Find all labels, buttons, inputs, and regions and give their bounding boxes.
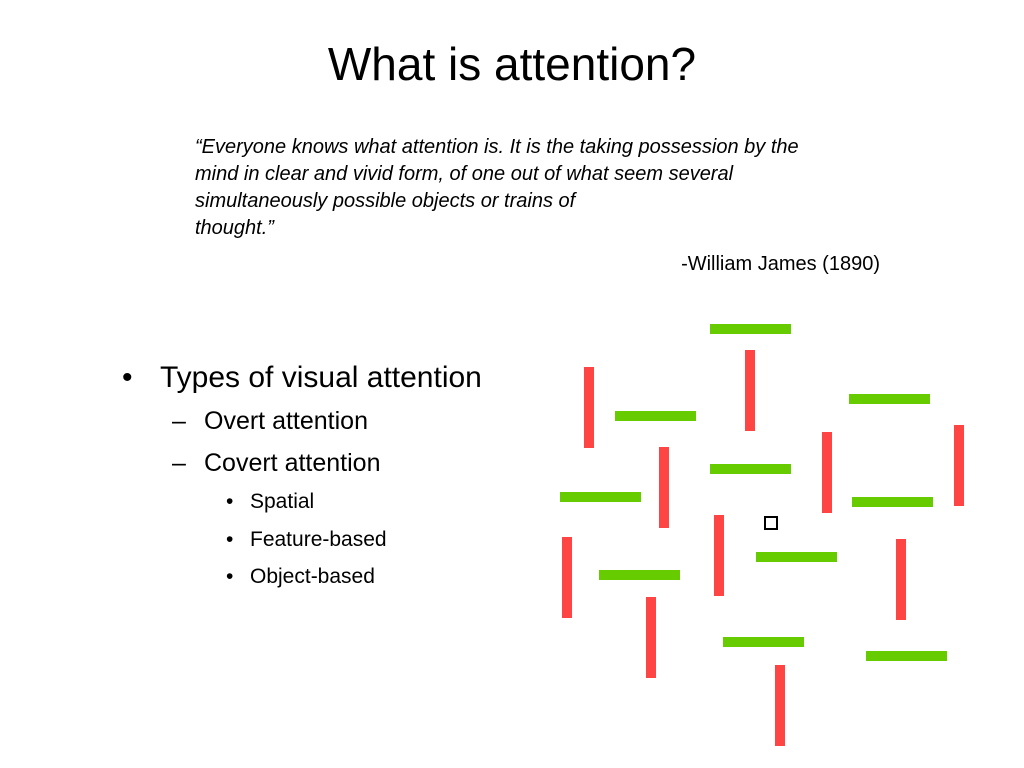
green-horizontal-bar [710, 464, 791, 474]
quote: “Everyone knows what attention is. It is… [195, 134, 895, 242]
fixation-square-icon [764, 516, 778, 530]
green-horizontal-bar [756, 552, 837, 562]
quote-line: thought.” [195, 217, 274, 239]
red-vertical-bar [562, 537, 572, 618]
green-horizontal-bar [866, 651, 947, 661]
dash-mark: – [172, 449, 186, 477]
bullet-text: Types of visual attention [160, 361, 482, 394]
green-horizontal-bar [560, 492, 641, 502]
bullet-object-based: • Object-based [226, 564, 375, 590]
quote-line: simultaneously possible objects or train… [195, 190, 576, 212]
red-vertical-bar [822, 432, 832, 513]
bullet-text: Covert attention [204, 449, 381, 477]
red-vertical-bar [646, 597, 656, 678]
bullet-text: Object-based [250, 565, 375, 588]
bullet-feature-based: • Feature-based [226, 527, 387, 553]
quote-line: “Everyone knows what attention is. It is… [195, 136, 799, 158]
green-horizontal-bar [723, 637, 804, 647]
bullet-mark: • [122, 361, 133, 394]
red-vertical-bar [954, 425, 964, 506]
bullet-overt-attention: – Overt attention [172, 406, 368, 436]
bullet-text: Overt attention [204, 407, 368, 435]
green-horizontal-bar [852, 497, 933, 507]
red-vertical-bar [714, 515, 724, 596]
red-vertical-bar [584, 367, 594, 448]
quote-citation: -William James (1890) [681, 253, 880, 275]
bullet-mark: • [226, 528, 234, 551]
green-horizontal-bar [615, 411, 696, 421]
bullet-mark: • [226, 490, 234, 513]
green-horizontal-bar [849, 394, 930, 404]
bullet-covert-attention: – Covert attention [172, 448, 381, 478]
red-vertical-bar [896, 539, 906, 620]
green-horizontal-bar [710, 324, 791, 334]
red-vertical-bar [745, 350, 755, 431]
bullet-types-of-visual-attention: • Types of visual attention [122, 360, 482, 396]
green-horizontal-bar [599, 570, 680, 580]
quote-line: mind in clear and vivid form, of one out… [195, 163, 734, 185]
bullet-text: Spatial [250, 490, 315, 513]
red-vertical-bar [659, 447, 669, 528]
bullet-mark: • [226, 565, 234, 588]
bullet-text: Feature-based [250, 528, 387, 551]
slide-title: What is attention? [327, 38, 697, 90]
dash-mark: – [172, 407, 186, 435]
bullet-spatial: • Spatial [226, 489, 315, 515]
red-vertical-bar [775, 665, 785, 746]
